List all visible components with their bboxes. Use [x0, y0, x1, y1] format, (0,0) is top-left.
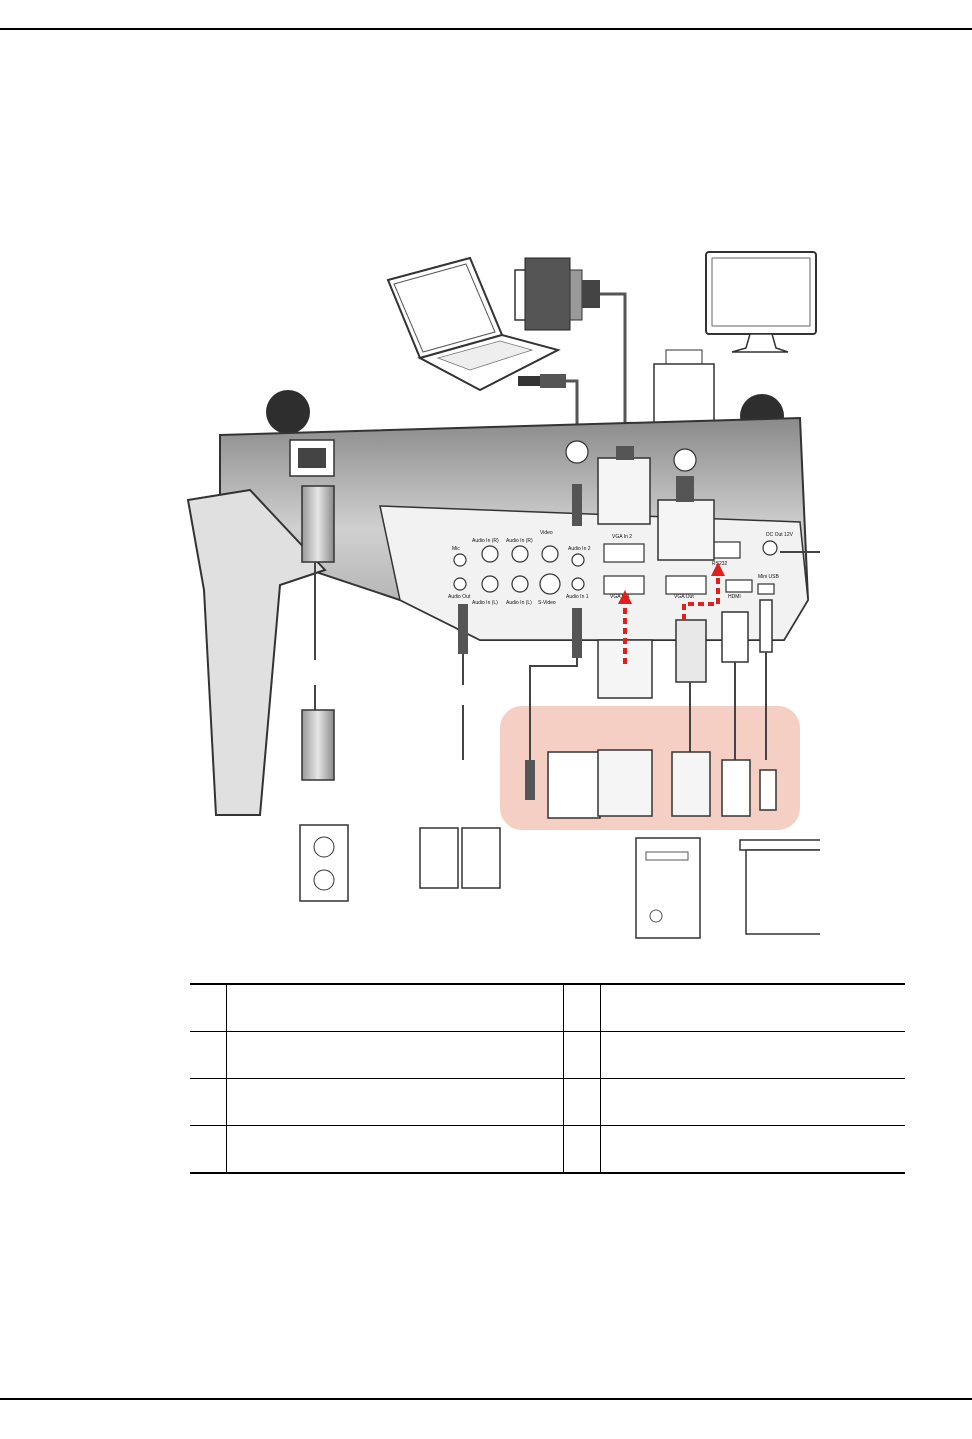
table-row [190, 1031, 905, 1079]
table-row [190, 1078, 905, 1126]
header-rule [0, 28, 972, 30]
projection-screen-icon [739, 839, 820, 935]
connection-diagram: Mic Audio In (R) Audio In (R) Video Audi… [186, 251, 820, 939]
arrow-head-vga-in-1 [618, 590, 632, 604]
port-label-mini-usb: Mini USB [758, 574, 780, 580]
pc-connectors-icon [525, 749, 777, 819]
port-label-video: Video [540, 530, 553, 536]
table-row [190, 1125, 905, 1174]
table-row [190, 983, 905, 1032]
port-label-rs232: RS232 [712, 561, 728, 567]
power-outlet-icon [299, 824, 349, 902]
audio-plug-laptop-icon [518, 374, 566, 388]
pc-tower-icon [635, 837, 701, 939]
laptop-icon [386, 256, 561, 392]
port-label-dc-out: DC Out 12V [766, 532, 794, 538]
callout-badge-2 [673, 448, 697, 472]
audio-plug-in-2-icon [572, 484, 582, 526]
port-label-hdmi: HDMI [728, 594, 741, 600]
port-label-vga-in-2: VGA In 2 [612, 534, 632, 540]
port-label-audio-out: Audio Out [448, 594, 471, 600]
cable-runs [314, 551, 820, 760]
vga-cable-laptop [600, 292, 627, 460]
arrow-head-rs232 [711, 562, 725, 576]
port-label-vga-in-1: VGA In 1 [610, 594, 630, 600]
port-label-mic: Mic [452, 546, 460, 552]
vga-plug-in-2-icon [597, 446, 651, 525]
vga-plug-laptop-icon [514, 257, 600, 331]
arrow-rs232 [682, 574, 720, 620]
speakers-icon [419, 827, 501, 889]
port-label-audio-in-1: Audio In 1 [566, 594, 589, 600]
monitor-icon [705, 251, 817, 353]
port-label-audio-in-l-left: Audio In (L) [472, 600, 498, 606]
vga-plug-out-icon [657, 476, 715, 561]
port-label-audio-in-r-left: Audio In (R) [472, 538, 499, 544]
port-label-audio-in-l-right: Audio In (L) [506, 600, 532, 606]
port-label-s-video: S-Video [538, 600, 556, 606]
legend-table [190, 983, 905, 1174]
port-label-audio-in-2: Audio In 2 [568, 546, 591, 552]
port-label-vga-out: VGA Out [674, 594, 694, 600]
power-plug-icon [301, 709, 335, 781]
footer-rule [0, 1398, 972, 1400]
port-label-audio-in-r-right: Audio In (R) [506, 538, 533, 544]
callout-badge-1 [565, 440, 589, 464]
projector-arm [186, 488, 327, 816]
